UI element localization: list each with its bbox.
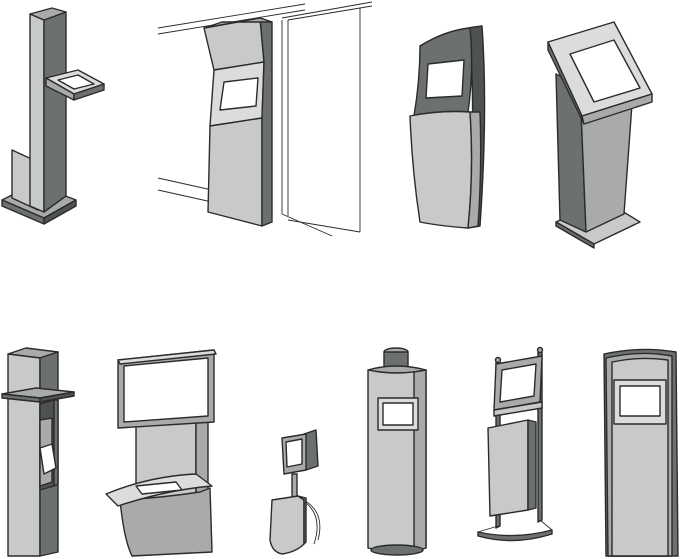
kiosk6-display-screen [123, 357, 209, 423]
kiosk2-floor-line2 [287, 219, 361, 233]
kiosk2-wall-line-top [157, 3, 306, 29]
kiosk1-pillar-side [43, 11, 67, 213]
kiosk2-floor-line [281, 213, 333, 237]
kiosk1-base-side [43, 199, 77, 225]
kiosk-wall-slant [157, 1, 373, 237]
kiosk6-desk-screen [135, 481, 183, 495]
kiosk3-lower-face [409, 110, 473, 229]
kiosk9-foot-leg-left [477, 525, 499, 533]
kiosk-curved-tall [409, 25, 486, 229]
kiosk2-top [203, 17, 273, 29]
kiosk5-tower-front [7, 353, 41, 557]
kiosk7-body-side [297, 495, 307, 545]
kiosk3-screen [425, 59, 465, 99]
kiosk2-front-lower [207, 117, 263, 227]
kiosk9-panel [487, 419, 529, 517]
kiosk7-body [269, 495, 305, 555]
kiosk9-post-cap-right [536, 346, 544, 354]
kiosk-cylinder-column [367, 347, 427, 556]
kiosk5-overhang-side [39, 391, 75, 403]
kiosk2-screen [219, 77, 259, 111]
kiosk-pillar-with-tray [1, 7, 105, 225]
kiosk9-foot-leg-right [539, 519, 553, 531]
kiosk1-pillar-front [29, 13, 45, 213]
kiosk-rounded-panel [603, 348, 679, 557]
kiosk4-base-edge [555, 221, 595, 249]
kiosk3-lower-side [467, 111, 482, 229]
kiosk9-panel-side [527, 419, 537, 511]
kiosk4-screen-frame-bottom [581, 93, 653, 125]
kiosk9-foot [477, 529, 553, 542]
kiosk8-screen [382, 402, 414, 426]
kiosk-large-display-desk [105, 349, 217, 557]
kiosk10-screen [619, 385, 661, 417]
kiosk-tilted-screen-stand [547, 21, 653, 249]
kiosk9-post-cap-left [494, 356, 502, 364]
kiosk2-wall-line-floor [157, 177, 213, 191]
kiosk2-door-top [287, 5, 373, 21]
kiosk2-door-top2 [281, 1, 373, 19]
kiosk9-screen [499, 363, 537, 403]
kiosk8-column-shade [413, 369, 427, 552]
kiosk2-wall-line-floor2 [157, 189, 213, 203]
kiosk4-screen [569, 39, 641, 103]
kiosk5-screen [39, 443, 57, 475]
kiosk6-desk-body [119, 487, 213, 557]
kiosk-small-pole-screen [269, 429, 321, 555]
kiosk1-tray-side [73, 83, 105, 101]
kiosk7-screen [285, 438, 303, 468]
kiosk5-alcove-wall [53, 399, 59, 487]
kiosk8-base [370, 544, 424, 556]
kiosk1-pillar-top [29, 7, 67, 21]
kiosk1-tray-inner [57, 74, 95, 90]
kiosk6-display-bezel [117, 349, 217, 365]
kiosk7-pole [291, 473, 298, 499]
kiosk-frame-stand [477, 346, 553, 542]
kiosk-tower-overhang [1, 347, 75, 557]
kiosk9-crossbar [493, 401, 543, 417]
